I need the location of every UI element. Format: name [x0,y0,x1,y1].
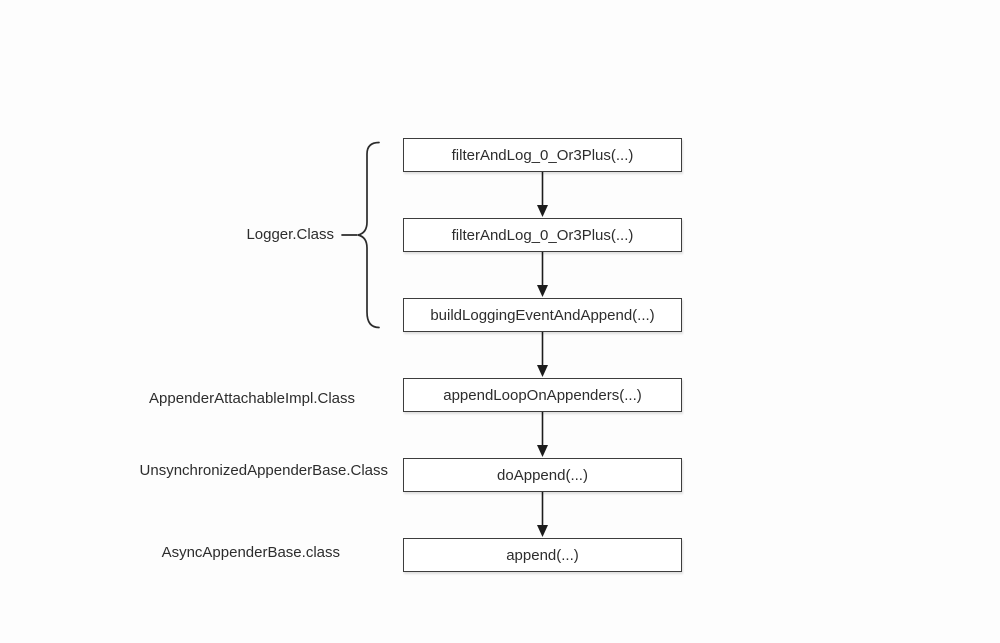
flow-node-appendLoopOnAppenders: appendLoopOnAppenders(...) [403,378,682,412]
curly-brace [341,141,380,329]
flow-node-doAppend: doAppend(...) [403,458,682,492]
connector-arrow-1 [537,172,548,217]
class-label-appender-attachable-impl: AppenderAttachableImpl.Class [149,390,355,407]
flow-node-append: append(...) [403,538,682,572]
flow-node-filterAndLog-2: filterAndLog_0_Or3Plus(...) [403,218,682,252]
class-label-unsynchronized-appender-base: UnsynchronizedAppenderBase.Class [139,462,388,479]
connector-arrow-2 [537,252,548,297]
class-label-async-appender-base: AsyncAppenderBase.class [161,544,340,561]
connector-arrow-5 [537,492,548,537]
flow-node-filterAndLog-1: filterAndLog_0_Or3Plus(...) [403,138,682,172]
flow-node-buildLoggingEventAndAppend: buildLoggingEventAndAppend(...) [403,298,682,332]
connector-arrow-3 [537,332,548,377]
class-label-logger: Logger.Class [246,226,334,243]
connector-arrow-4 [537,412,548,457]
